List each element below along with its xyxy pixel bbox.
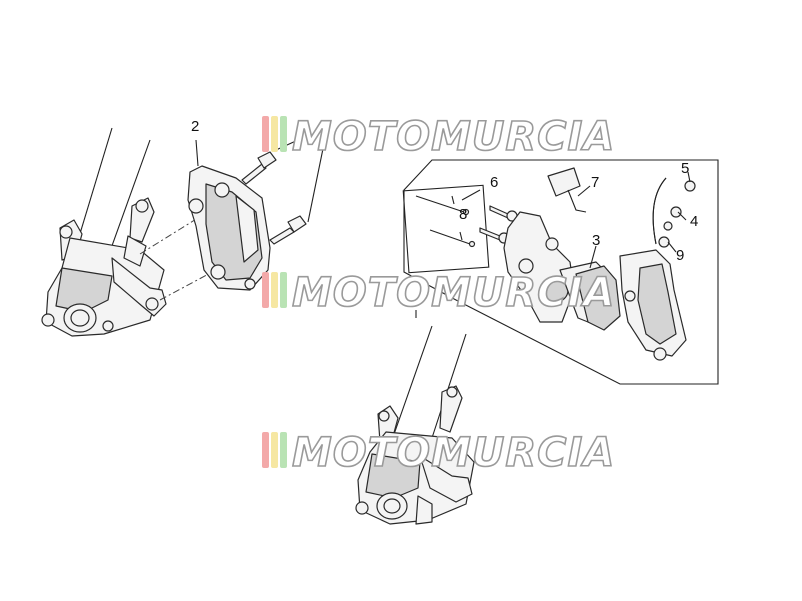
alignment-line <box>159 269 217 301</box>
caliper-pin <box>415 195 476 248</box>
caliper-bracket <box>503 211 575 323</box>
callout-9: 9 <box>676 247 684 264</box>
callout-5: 5 <box>681 160 689 177</box>
watermark-stripe <box>262 272 269 308</box>
callout-3: 3 <box>592 232 600 249</box>
watermark: MOTOMURCIA <box>262 429 615 477</box>
pad-spring <box>547 167 587 213</box>
watermark-stripe <box>280 272 287 308</box>
pin-kit-frame <box>402 184 490 274</box>
watermark-text: MOTOMURCIA <box>292 270 615 316</box>
callout-6: 6 <box>490 174 498 191</box>
watermark: MOTOMURCIA <box>262 113 615 161</box>
watermark-text: MOTOMURCIA <box>292 114 615 160</box>
watermark: MOTOMURCIA <box>262 269 615 317</box>
watermark-stripe <box>262 432 269 468</box>
lower-fork-leg <box>355 325 475 525</box>
mounting-bolt <box>241 151 277 185</box>
callout-4: 4 <box>690 213 698 230</box>
mounting-bolt <box>269 215 307 245</box>
caliper-body <box>619 249 687 361</box>
brake-pads <box>559 261 621 331</box>
left-fork-leg <box>41 127 167 337</box>
callout-2: 2 <box>191 118 199 135</box>
watermark-stripe <box>262 116 269 152</box>
brake-hose-fitting <box>652 177 696 248</box>
caliper-assembly <box>187 165 271 291</box>
watermark-stripe <box>271 432 278 468</box>
watermark-stripe <box>280 116 287 152</box>
watermark-text: MOTOMURCIA <box>292 430 615 476</box>
callout-8: 8 <box>459 206 467 223</box>
watermark-stripe <box>271 116 278 152</box>
watermark-stripe <box>271 272 278 308</box>
callout-7: 7 <box>591 174 599 191</box>
watermark-stripe <box>280 432 287 468</box>
